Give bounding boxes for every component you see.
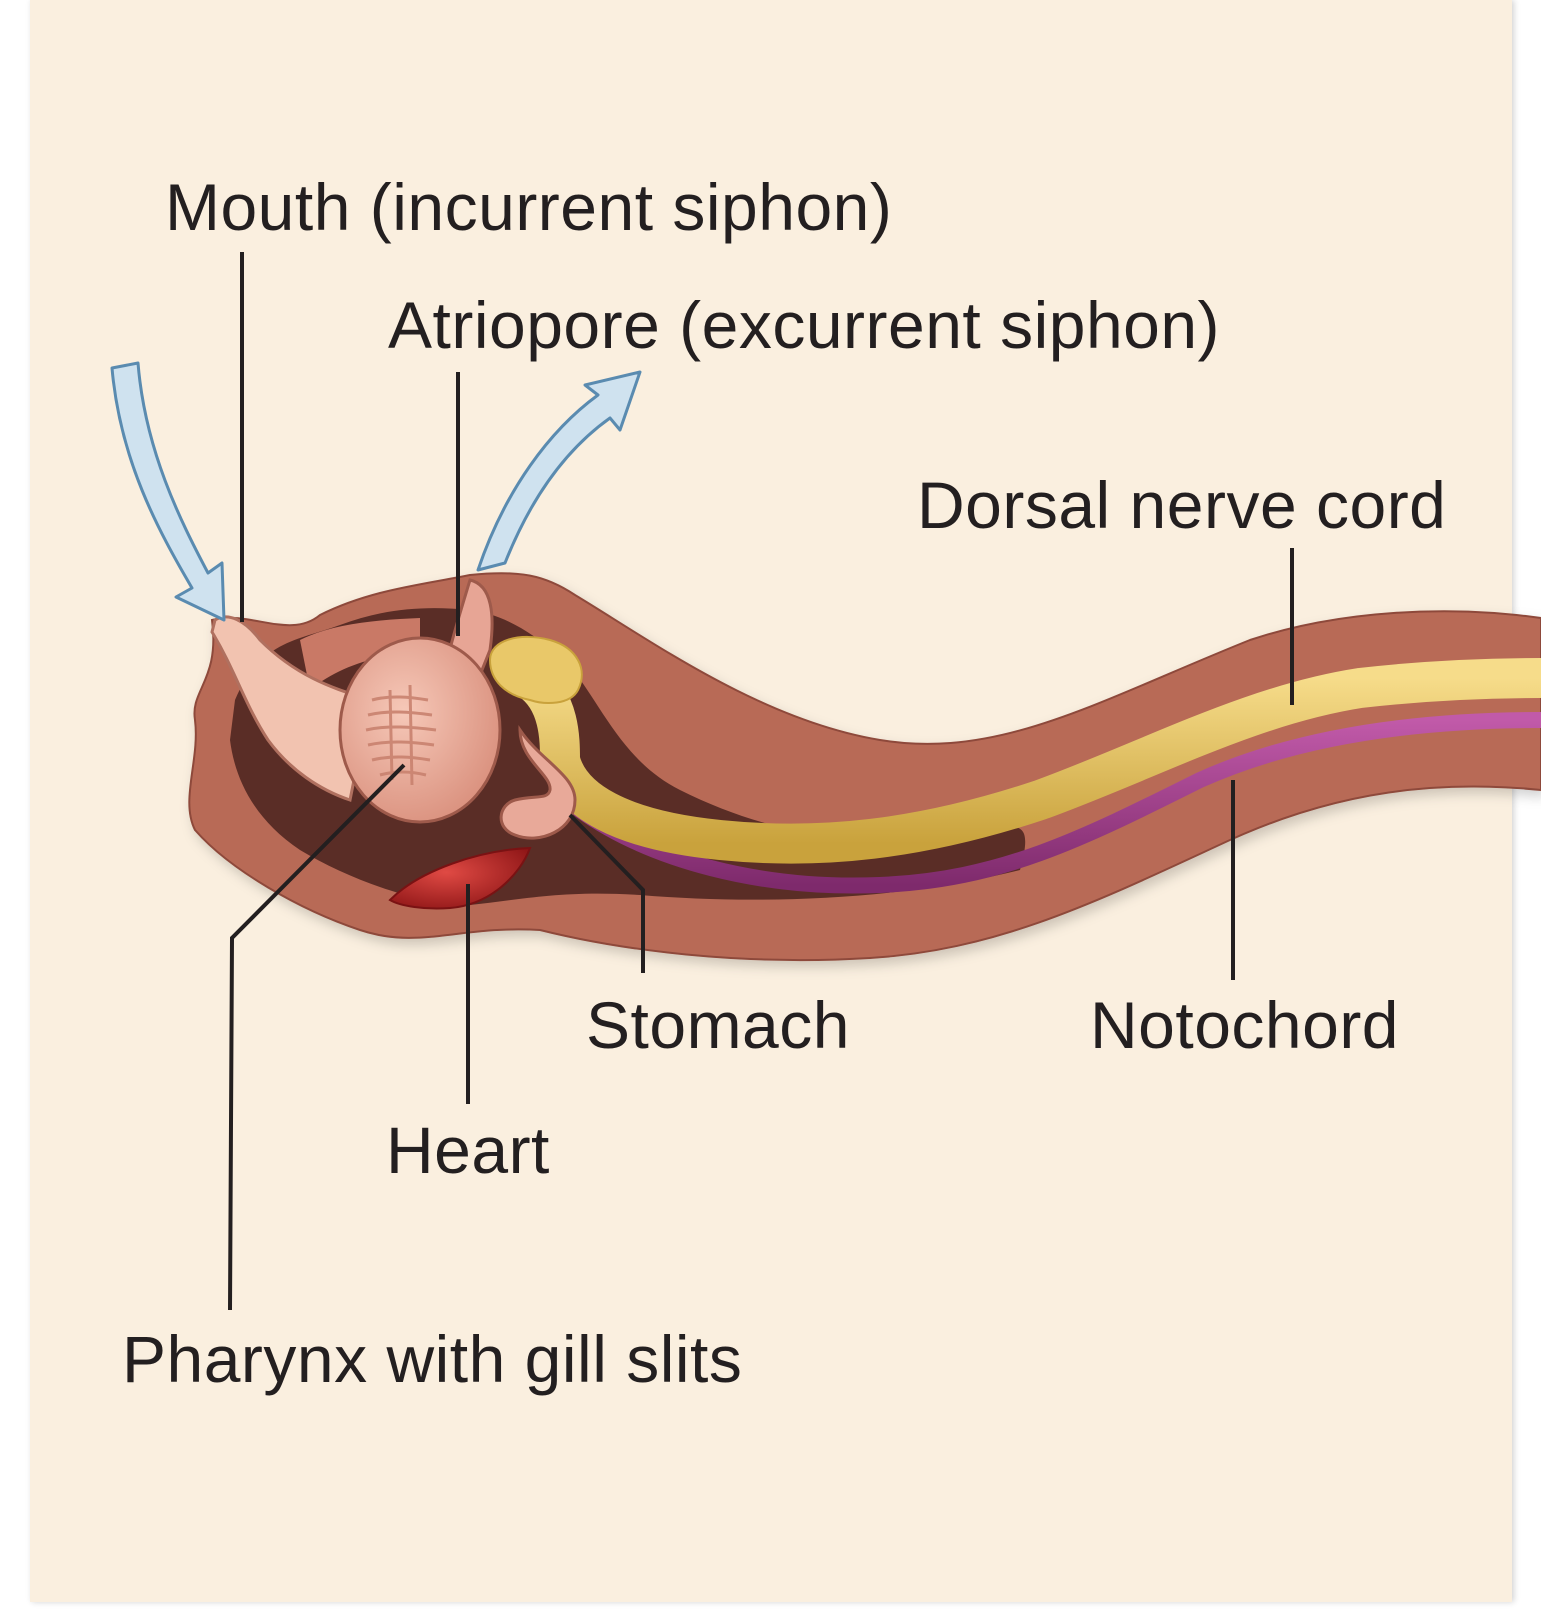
mouth-siphon: [210, 615, 372, 802]
leader-lines: [228, 252, 1294, 1311]
dorsal-nerve-cord: [510, 658, 1541, 864]
pharynx-label: Pharynx with gill slits: [122, 1322, 743, 1396]
stomach-label: Stomach: [586, 988, 850, 1062]
dorsal-nerve-cord-label: Dorsal nerve cord: [917, 468, 1447, 542]
notochord-label: Notochord: [1090, 988, 1400, 1062]
pharynx-leader-line: [228, 763, 406, 1311]
heart: [388, 846, 532, 910]
gut-tissue: [300, 618, 420, 690]
mouth-label: Mouth (incurrent siphon): [165, 170, 893, 244]
incurrent-water-arrow: [110, 361, 226, 622]
nerve-cord-head: [488, 636, 583, 704]
pharynx-with-gill-slits: [338, 636, 502, 824]
stomach-leader-line: [568, 813, 645, 973]
notochord: [572, 712, 1541, 894]
heart-label: Heart: [386, 1113, 550, 1187]
atriopore-label: Atriopore (excurrent siphon): [388, 288, 1221, 362]
stomach: [499, 725, 577, 840]
excurrent-water-arrow: [476, 370, 642, 572]
